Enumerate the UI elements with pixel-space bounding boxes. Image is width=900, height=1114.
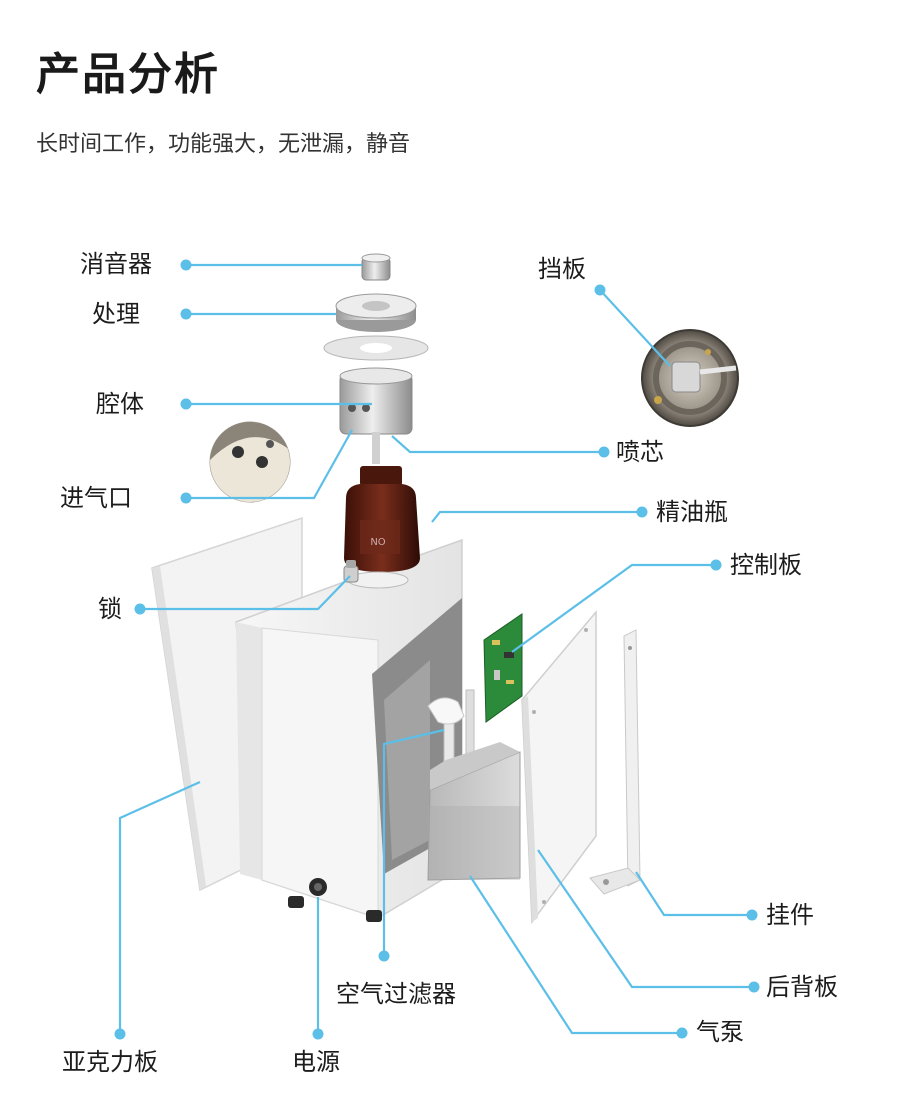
dot-acrylic xyxy=(114,1028,126,1040)
dot-air-pump xyxy=(676,1027,688,1039)
baffle-zoom xyxy=(641,329,739,427)
dot-nozzle xyxy=(598,446,610,458)
processing-part xyxy=(335,293,417,332)
leader-air-pump xyxy=(469,875,682,1035)
dot-control-board xyxy=(710,559,722,571)
processing-gasket-part xyxy=(323,335,429,361)
label-processing: 处理 xyxy=(92,300,140,328)
leader-back-panel xyxy=(537,849,754,989)
dot-air-filter xyxy=(378,950,390,962)
leader-lines xyxy=(118,263,754,1035)
dot-muffler xyxy=(180,259,192,271)
cavity-part xyxy=(339,367,413,464)
svg-text:NO: NO xyxy=(370,537,385,548)
label-air-pump: 气泵 xyxy=(696,1018,744,1046)
label-air-filter: 空气过滤器 xyxy=(336,980,456,1008)
dot-hanger xyxy=(746,909,758,921)
air-pump-part xyxy=(427,742,521,881)
hanger-part xyxy=(589,629,641,895)
leader-nozzle xyxy=(391,435,604,454)
label-control-board: 控制板 xyxy=(730,551,802,579)
dot-back-panel xyxy=(748,981,760,993)
leader-dots xyxy=(114,259,760,1040)
oil-bottle-part: NO xyxy=(344,466,420,589)
label-acrylic-board: 亚克力板 xyxy=(62,1048,158,1076)
label-air-inlet: 进气口 xyxy=(60,484,132,512)
dot-baffle xyxy=(594,284,606,296)
page-title: 产品分析 xyxy=(36,49,220,100)
dot-cavity xyxy=(180,398,192,410)
dot-power xyxy=(312,1028,324,1040)
label-oil-bottle: 精油瓶 xyxy=(656,498,728,526)
leader-oil-bottle xyxy=(431,510,642,523)
air-inlet-zoom xyxy=(209,421,291,503)
leader-hanger xyxy=(635,871,752,917)
dot-processing xyxy=(180,308,192,320)
leader-air-filter xyxy=(382,728,445,956)
page-subtitle: 长时间工作，功能强大，无泄漏，静音 xyxy=(36,132,411,157)
leader-control-board xyxy=(511,563,716,653)
label-nozzle-core: 喷芯 xyxy=(616,438,664,466)
label-baffle: 挡板 xyxy=(538,255,586,283)
dot-lock xyxy=(134,603,146,615)
label-cavity: 腔体 xyxy=(96,390,144,418)
back-panel-part xyxy=(521,609,597,925)
dot-oil-bottle xyxy=(636,506,648,518)
dot-air-inlet xyxy=(180,492,192,504)
label-lock: 锁 xyxy=(98,595,122,623)
leader-acrylic xyxy=(118,780,201,1034)
leader-baffle xyxy=(599,289,671,367)
label-power: 电源 xyxy=(292,1048,340,1076)
label-muffler: 消音器 xyxy=(80,250,152,278)
control-board-part xyxy=(483,613,523,723)
label-hanger: 挂件 xyxy=(766,901,814,929)
muffler-part xyxy=(361,253,391,281)
leader-lock xyxy=(140,575,351,611)
leader-air-inlet xyxy=(186,429,353,500)
label-back-panel: 后背板 xyxy=(766,973,838,1001)
